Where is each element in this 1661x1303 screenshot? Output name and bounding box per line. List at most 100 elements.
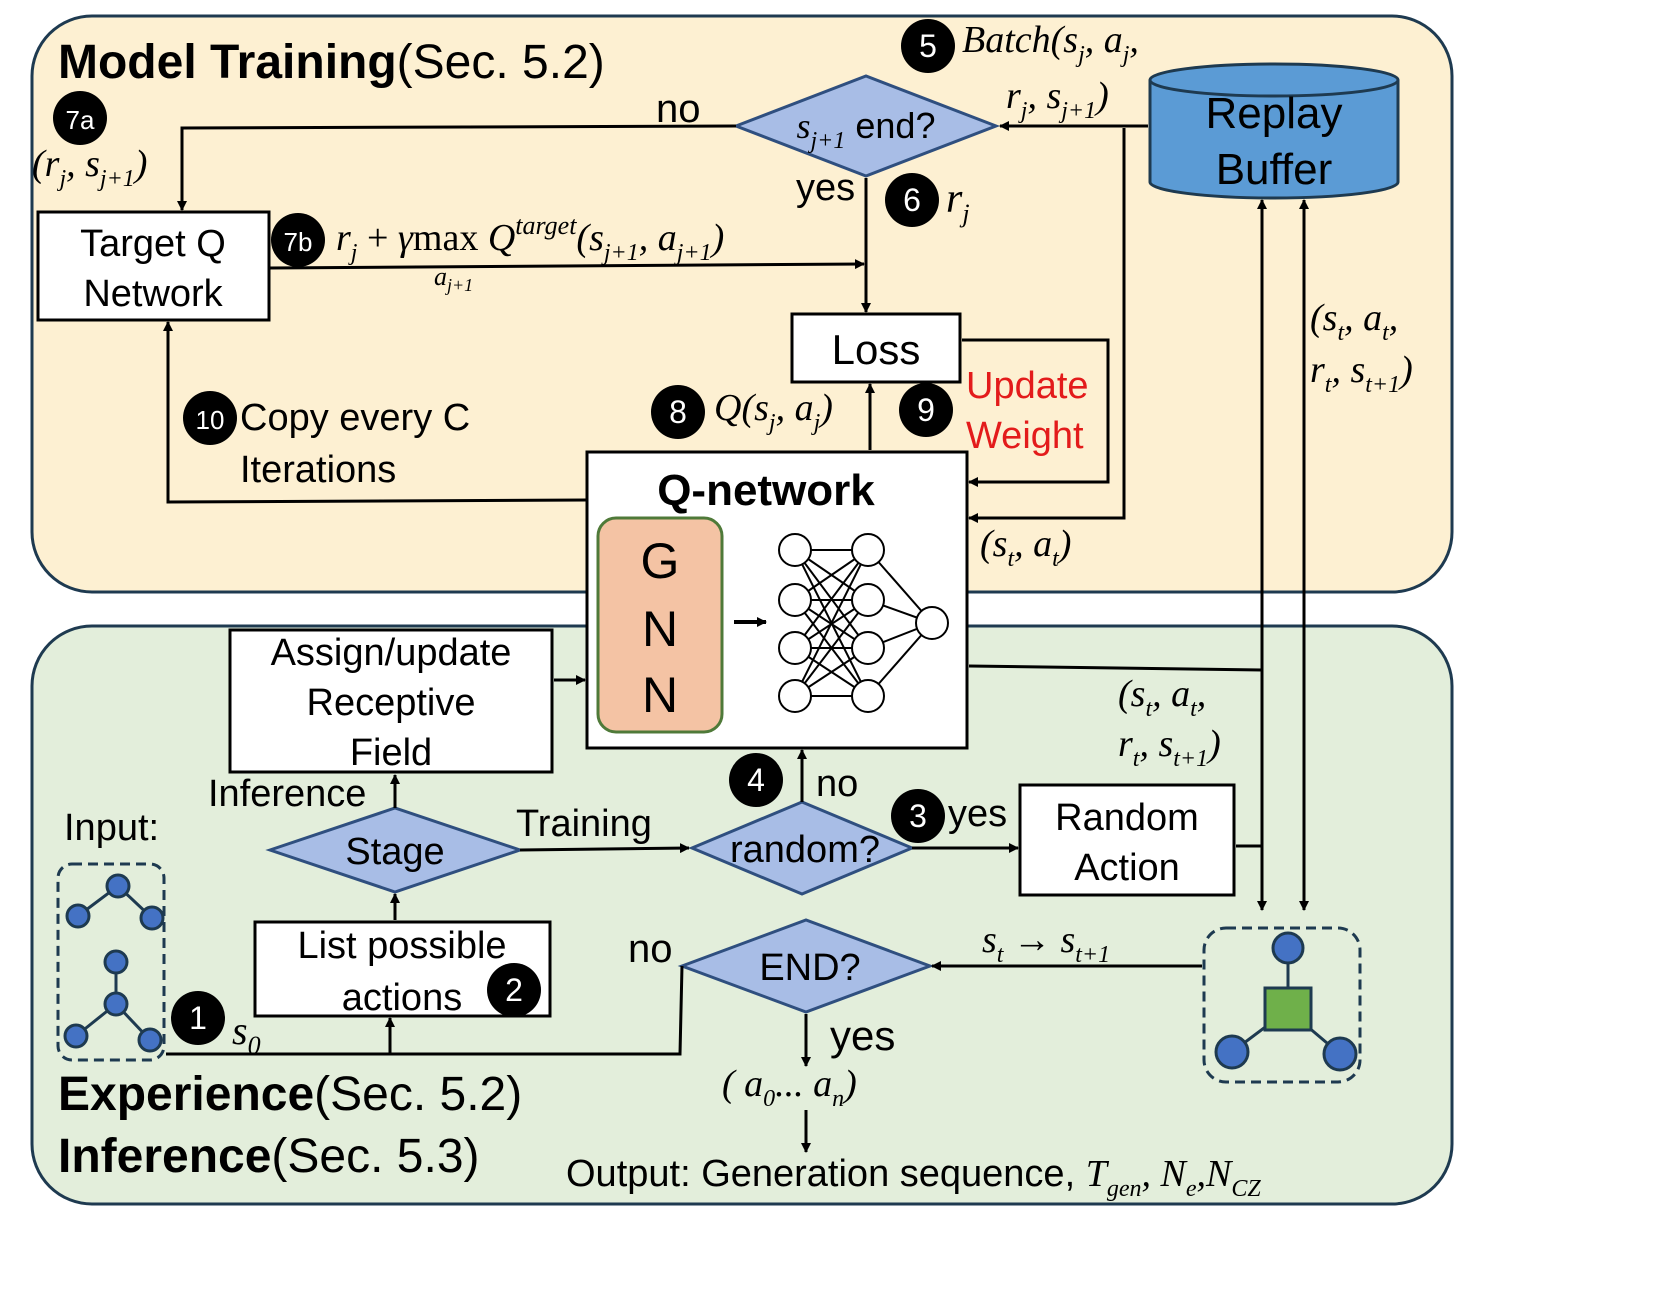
badge-2-label: 2 <box>505 972 523 1008</box>
badge-7b-label: 7b <box>284 227 313 257</box>
nn-input-node <box>778 631 812 665</box>
random-action-box <box>1018 783 1236 897</box>
yes-top-label: yes <box>796 167 855 209</box>
nn-hidden-node <box>851 583 885 617</box>
yes-end-label: yes <box>830 1012 895 1059</box>
update-weight-label-1: Update <box>966 365 1089 407</box>
target-q-label-1: Target Q <box>80 223 226 265</box>
badge-10-icon <box>183 391 237 445</box>
replay-buffer-label-1: Replay <box>1206 89 1343 138</box>
copy-weights-arrow <box>163 321 588 504</box>
end-bottom-label: END? <box>759 947 860 989</box>
copy-label-1: Copy every C <box>240 397 470 439</box>
badge-4-label: 4 <box>747 762 765 798</box>
no-branch-to-target-arrow <box>177 124 737 211</box>
nn-hidden-node <box>851 533 885 567</box>
st-transition-label: st → st+1 <box>982 919 1110 968</box>
badge-10-label: 10 <box>196 405 225 435</box>
receptive-field-label-2: Receptive <box>307 682 476 724</box>
receptive-field-label-3: Field <box>350 732 432 774</box>
training-label: Training <box>516 803 652 845</box>
nn-hidden-node <box>851 679 885 713</box>
end-diamond-bottom <box>677 918 935 1014</box>
q-network-title: Q-network <box>657 466 875 515</box>
badge-8-label: 8 <box>669 394 687 430</box>
transition-label-lower-1: (st, at, <box>1118 673 1206 722</box>
gnn-letter-n2: N <box>642 667 678 723</box>
input-graph-1 <box>65 873 165 931</box>
experience-panel-title: Experience(Sec. 5.2) <box>58 1068 522 1121</box>
output-label: Output: Generation sequence, Tgen, Ne,NC… <box>566 1153 1261 1202</box>
replay-buffer-label-2: Buffer <box>1216 145 1333 194</box>
replay-buffer: Replay Buffer <box>1148 62 1400 200</box>
s0-line <box>166 965 684 1056</box>
neural-network-icon <box>778 533 949 713</box>
badge-5-icon <box>901 19 955 73</box>
badge-6-icon <box>885 173 939 227</box>
stage-to-random-arrow <box>519 843 690 854</box>
list-actions-label-1: List possible <box>297 925 506 967</box>
random-action-label-2: Action <box>1074 847 1180 889</box>
loss-label: Loss <box>832 326 921 373</box>
nn-hidden-node <box>851 631 885 665</box>
no-random-label: no <box>816 763 858 805</box>
loss-box <box>790 312 962 384</box>
nn-input-node <box>778 679 812 713</box>
badge-3-label: 3 <box>909 798 927 834</box>
receptive-field-label-1: Assign/update <box>271 632 512 674</box>
nn-output-node <box>915 606 949 640</box>
badge-9-icon <box>899 383 953 437</box>
nn-input-node <box>778 583 812 617</box>
gnn-letter-n1: N <box>642 601 678 657</box>
nn-edge <box>794 549 869 649</box>
target-formula: rj + γmax Qtarget(sj+1, aj+1) <box>336 211 724 266</box>
end-check-top-label: sj+1 end? <box>797 105 936 154</box>
target-q-network-box <box>36 210 271 322</box>
environment-graph-frame <box>1202 926 1362 1084</box>
qnet-output-line <box>968 664 1263 672</box>
input-graph-2 <box>63 949 163 1053</box>
badge-1-label: 1 <box>189 1000 207 1036</box>
nn-edge <box>794 599 869 697</box>
badge-3-icon <box>891 789 945 843</box>
badge-5-label: 5 <box>919 28 937 64</box>
yes-random-label: yes <box>948 793 1007 835</box>
environment-graph <box>1214 931 1358 1072</box>
target-q-label-2: Network <box>83 273 223 315</box>
input-graph-frame <box>56 862 166 1062</box>
receptive-field-box <box>228 628 554 774</box>
gnn-block <box>596 516 724 734</box>
st-at-to-qnet-arrow <box>968 128 1126 523</box>
badge-2-icon <box>487 963 541 1017</box>
badge-8-icon <box>651 385 705 439</box>
random-label: random? <box>730 829 880 871</box>
update-weight-arrow <box>962 338 1110 487</box>
badge-7a-icon <box>53 91 107 145</box>
random-action-label-1: Random <box>1055 797 1199 839</box>
badge-9-label: 9 <box>917 392 935 428</box>
batch-formula-line1: Batch(sj, aj, <box>962 19 1139 68</box>
badge-7a-label: 7a <box>66 105 95 135</box>
nn-edge <box>794 549 869 697</box>
badge-6-label: 6 <box>903 182 921 218</box>
inference-panel-title: Inference(Sec. 5.3) <box>58 1130 480 1183</box>
step-badges: 1 2 3 4 5 6 7a 7b 8 9 10 <box>53 19 955 1045</box>
no-top-label: no <box>656 87 701 131</box>
badge-7b-icon <box>271 213 325 267</box>
stage-label: Stage <box>345 831 444 873</box>
center-square-node <box>1263 986 1313 1032</box>
update-weight-label-2: Weight <box>966 415 1084 457</box>
end-check-diamond-top <box>731 74 1001 178</box>
input-label: Input: <box>64 807 159 849</box>
inference-label: Inference <box>208 773 366 815</box>
badge-1-icon <box>171 991 225 1045</box>
badge-4-icon <box>729 753 783 807</box>
list-actions-label-2: actions <box>342 977 462 1019</box>
training-panel-title: Model Training(Sec. 5.2) <box>58 36 605 89</box>
nn-input-node <box>778 533 812 567</box>
gnn-letter-g: G <box>641 533 680 589</box>
target-to-loss-arrow <box>269 259 865 270</box>
copy-label-2: Iterations <box>240 449 396 491</box>
